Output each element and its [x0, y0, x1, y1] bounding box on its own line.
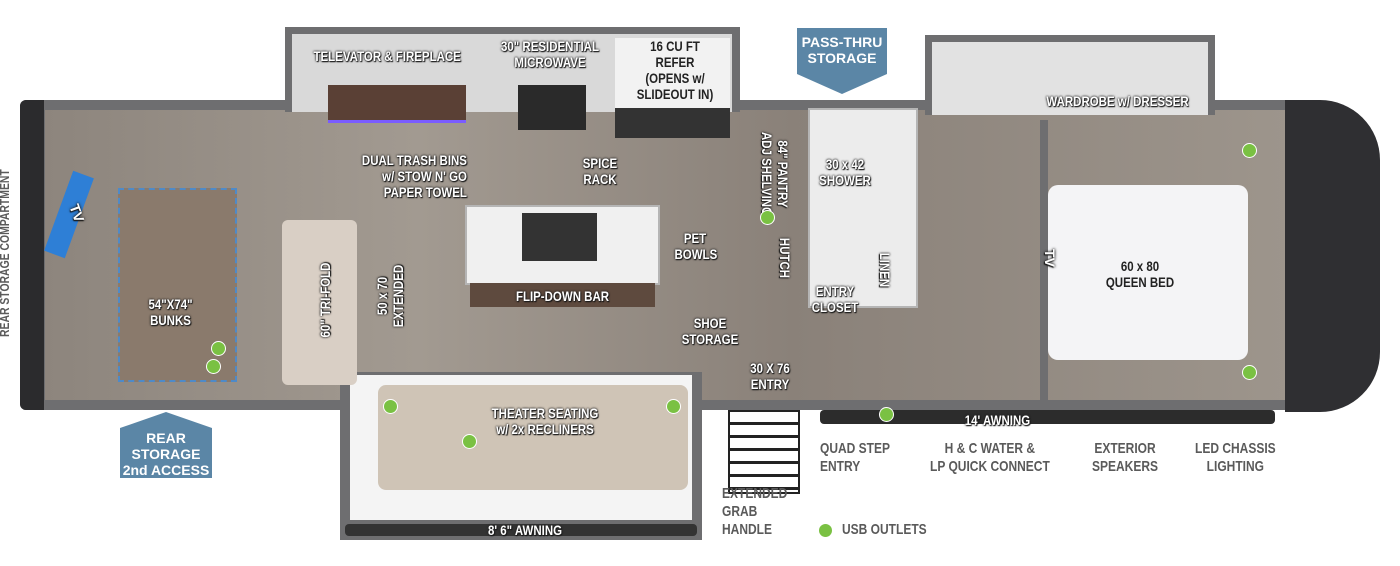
- label-usb-outlets: USB OUTLETS: [842, 521, 927, 538]
- label-flip-down-bar: FLIP-DOWN BAR: [515, 288, 610, 304]
- fireplace: [328, 85, 466, 123]
- label-linen: LINEN: [877, 252, 893, 288]
- tri-fold-sofa: [282, 220, 357, 385]
- label-rear-storage-compartment: REAR STORAGE COMPARTMENT: [0, 169, 12, 337]
- usb-outlet: [1242, 365, 1257, 380]
- usb-outlet: [462, 434, 477, 449]
- label-bunks: 54"X74"BUNKS: [148, 296, 193, 328]
- usb-outlet: [1242, 143, 1257, 158]
- label-water: H & C WATER &LP QUICK CONNECT: [930, 440, 1050, 475]
- front-cap: [1285, 100, 1380, 412]
- flip-down-bar: [470, 283, 655, 307]
- usb-legend-dot: [818, 523, 833, 538]
- theater-seats: [378, 385, 688, 490]
- queen-bed: [1048, 185, 1248, 360]
- awning-14: [820, 410, 1275, 424]
- rear-cap: [20, 100, 44, 410]
- label-awning-14: 14' AWNING: [964, 412, 1031, 428]
- label-hutch: HUTCH: [777, 237, 793, 279]
- label-wardrobe: WARDROBE w/ DRESSER: [1046, 93, 1189, 109]
- bedroom-floor: [1040, 120, 1048, 400]
- usb-outlet: [211, 341, 226, 356]
- usb-outlet: [760, 210, 775, 225]
- usb-outlet: [879, 407, 894, 422]
- refrigerator: [615, 38, 730, 138]
- label-televator: TELEVATOR & FIREPLACE: [313, 48, 461, 64]
- wardrobe: [932, 42, 1208, 115]
- label-awning-8: 8' 6" AWNING: [487, 522, 563, 538]
- bathroom: [808, 108, 918, 308]
- stove: [518, 85, 586, 130]
- label-tv-front: TV: [1042, 249, 1058, 267]
- awning-8: [345, 524, 697, 536]
- usb-outlet: [666, 399, 681, 414]
- sink: [522, 213, 597, 261]
- usb-outlet: [206, 359, 221, 374]
- entry-steps: [728, 410, 800, 494]
- usb-outlet: [383, 399, 398, 414]
- label-tri-fold: 60" TRI-FOLD: [317, 262, 333, 338]
